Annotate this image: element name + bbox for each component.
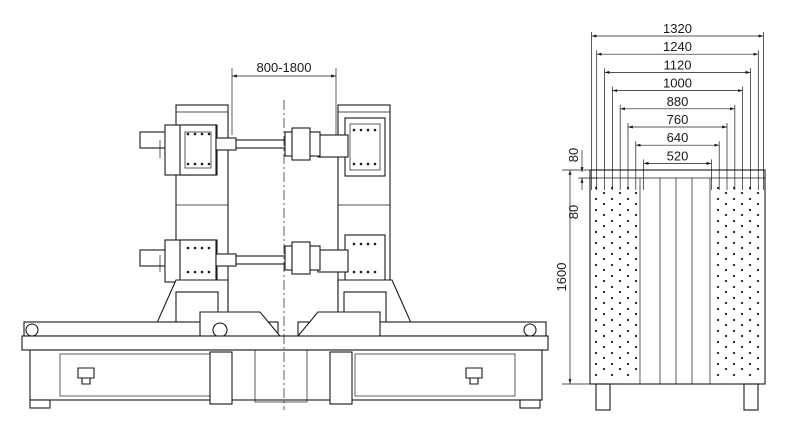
- base-frame: [21, 335, 549, 409]
- width-label: 1120: [664, 57, 692, 72]
- height-label: 1600: [554, 263, 569, 292]
- front-view: 800-1800: [21, 60, 549, 410]
- lower-left-chuck: [139, 239, 287, 283]
- width-label: 1240: [663, 39, 692, 54]
- height-dimension: 1600: [554, 169, 590, 385]
- width-label: 1320: [663, 21, 692, 36]
- plate-slots: [639, 178, 711, 384]
- pitch-dimensions: 80 80: [566, 148, 598, 219]
- width-label: 880: [667, 94, 689, 109]
- width-dimensions: 1320 1240 1120 1000 880 760 640 520: [591, 21, 764, 190]
- width-label: 1000: [663, 76, 692, 91]
- plate-hole-pattern: [594, 186, 760, 377]
- upper-left-chuck: [139, 124, 287, 176]
- pitch-side-label: 80: [566, 205, 581, 219]
- lower-right-chuck: [284, 234, 386, 284]
- left-rail: [23, 311, 282, 338]
- pitch-top-label: 80: [566, 148, 581, 162]
- side-view: 1320 1240 1120 1000 880 760 640 520 1600 80 80: [554, 21, 766, 411]
- width-label: 760: [667, 112, 689, 127]
- left-leg: [595, 383, 611, 411]
- span-label: 800-1800: [257, 60, 312, 75]
- width-label: 640: [667, 130, 689, 145]
- right-rail: [296, 311, 547, 337]
- width-label: 520: [667, 148, 689, 163]
- right-leg: [743, 383, 759, 411]
- tooling-plate: [589, 169, 766, 385]
- span-dimension: 800-1800: [231, 60, 337, 135]
- upper-right-chuck: [284, 117, 386, 177]
